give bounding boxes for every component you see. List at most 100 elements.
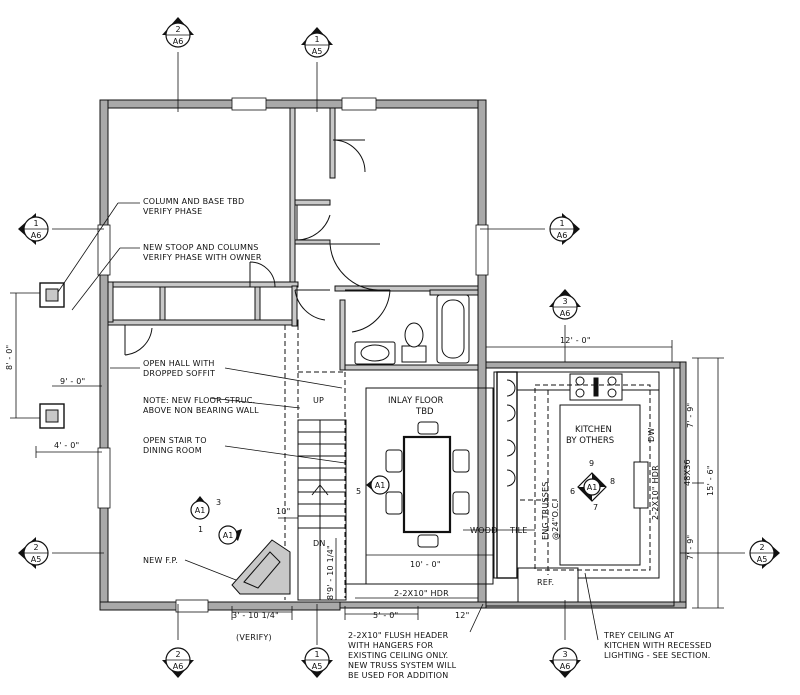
mark-sheet: A6 — [557, 231, 568, 240]
stair — [297, 419, 347, 601]
note-hall-1: OPEN HALL WITH — [143, 359, 215, 368]
note-column-base-1: COLUMN AND BASE TBD — [143, 197, 244, 206]
dimension-lines — [10, 292, 724, 620]
tag-ref: A1 — [587, 483, 598, 492]
tag-letter: 6 — [570, 487, 575, 496]
dim-four: 4' - 0" — [54, 441, 79, 450]
note-trey-3: LIGHTING - SEE SECTION. — [604, 651, 711, 660]
note-header-5: BE USED FOR ADDITION — [348, 671, 448, 680]
tag-ref: A1 — [375, 481, 386, 490]
dim-eight-v: 8' — [326, 592, 335, 600]
mark-top-center[interactable]: 1 A5 — [301, 27, 333, 58]
mark-bottom-right[interactable]: 3 A6 — [549, 647, 581, 678]
dim-dining-width: 10' - 0" — [410, 560, 441, 569]
doors — [124, 139, 391, 356]
tag-a1-kitchen[interactable]: A1 — [577, 472, 607, 502]
note-column-base-2: VERIFY PHASE — [143, 207, 202, 216]
mark-right-lower[interactable]: 2 A5 — [749, 537, 780, 569]
section-guides — [52, 52, 745, 645]
dining-inlay — [345, 387, 494, 585]
leader-lines — [57, 202, 599, 641]
mark-num: 1 — [314, 650, 319, 659]
room-kitchen-1: KITCHEN — [575, 425, 612, 435]
dim-left-8: 8' - 0" — [5, 345, 14, 370]
room-inlay-1: INLAY FLOOR — [388, 396, 444, 406]
kitchen-plan — [493, 371, 660, 603]
fireplace — [231, 539, 291, 595]
tag-letter: 8 — [610, 477, 615, 486]
note-trey-2: KITCHEN WITH RECESSED — [604, 641, 712, 650]
note-stoop-1: NEW STOOP AND COLUMNS — [143, 243, 259, 252]
mark-bottom-left[interactable]: 2 A6 — [162, 647, 194, 678]
mark-sheet: A5 — [757, 555, 768, 564]
addition-walls — [485, 361, 687, 609]
note-dw: DW — [647, 428, 656, 442]
kitchen-outer-frame — [485, 367, 675, 607]
note-stair-1: OPEN STAIR TO — [143, 436, 207, 445]
dim-twelve-inch: 12" — [455, 611, 469, 620]
tag-a1-dining[interactable]: A1 — [366, 475, 390, 495]
mark-mid-right[interactable]: 3 A6 — [549, 289, 581, 320]
tag-a1-fp[interactable]: A1 — [218, 525, 242, 545]
tag-letter: 5 — [356, 487, 361, 496]
mark-top-left[interactable]: 2 A6 — [162, 17, 194, 48]
note-hall-2: DROPPED SOFFIT — [143, 369, 215, 378]
note-dn: DN — [313, 539, 326, 548]
notes: COLUMN AND BASE TBD VERIFY PHASE NEW STO… — [143, 197, 712, 680]
note-floor-struc-1: NOTE: NEW FLOOR STRUC. — [143, 396, 255, 405]
dim-verify: (VERIFY) — [236, 633, 272, 642]
mark-sheet: A6 — [560, 309, 571, 318]
mark-sheet: A6 — [31, 231, 42, 240]
mark-num: 2 — [175, 650, 180, 659]
tag-letter: 7 — [593, 503, 598, 512]
note-header-2: WITH HANGERS FOR — [348, 641, 434, 650]
mark-num: 1 — [314, 35, 319, 44]
dim-right-7b: 7' - 9" — [686, 535, 695, 560]
dim-five: 5' - 0" — [373, 611, 398, 620]
dim-top-kitchen: 12' - 0" — [560, 336, 591, 345]
dim-ten-inch: 10" — [276, 507, 290, 516]
mark-num: 2 — [175, 25, 180, 34]
room-labels: INLAY FLOOR TBD KITCHEN BY OTHERS — [388, 396, 614, 446]
mark-num: 2 — [33, 543, 38, 552]
mark-num: 3 — [562, 297, 567, 306]
mark-left-lower[interactable]: 2 A5 — [18, 537, 49, 569]
mark-num: 3 — [562, 650, 567, 659]
room-kitchen-2: BY OTHERS — [566, 436, 614, 446]
mark-sheet: A5 — [312, 47, 323, 56]
note-ref: REF. — [537, 578, 554, 587]
note-truss-spacing: @24"O.C. — [551, 500, 560, 540]
note-window-size: 48X36 — [683, 459, 692, 486]
mark-num: 1 — [33, 219, 38, 228]
note-stoop-2: VERIFY PHASE WITH OWNER — [143, 253, 262, 262]
mark-right-upper[interactable]: 1 A6 — [549, 213, 580, 245]
note-floor-struc-2: ABOVE NON BEARING WALL — [143, 406, 259, 415]
mark-sheet: A5 — [31, 555, 42, 564]
dim-nine: 9' - 0" — [60, 377, 85, 386]
mark-num: 1 — [559, 219, 564, 228]
tag-letter: 3 — [216, 498, 221, 507]
mark-left-upper[interactable]: 1 A6 — [18, 213, 49, 245]
interior-walls — [107, 107, 479, 371]
note-hdr-vertical: 2-2X10" HDR — [651, 465, 660, 520]
mark-bottom-center[interactable]: 1 A5 — [301, 647, 333, 678]
note-wood: WOOD — [470, 526, 497, 535]
note-fp: NEW F.P. — [143, 556, 178, 565]
dimension-text: 12' - 0" 8' - 0" 9' - 0" 4' - 0" 10" 9' … — [5, 336, 715, 642]
note-up: UP — [313, 396, 324, 405]
dim-right-7a: 7' - 9" — [686, 403, 695, 428]
note-eng-trusses: ENG TRUSSES — [541, 481, 550, 540]
mark-num: 2 — [759, 543, 764, 552]
dim-bottom-fp: 3' - 10 1/4" — [232, 611, 279, 620]
tag-letter: 9 — [589, 459, 594, 468]
tag-letter: 1 — [198, 525, 203, 534]
note-trey-1: TREY CEILING AT — [603, 631, 674, 640]
tag-a1-left[interactable]: A1 — [190, 496, 210, 520]
dim-right-total: 15' - 6" — [706, 465, 715, 496]
mark-sheet: A6 — [560, 662, 571, 671]
note-stair-2: DINING ROOM — [143, 446, 202, 455]
dim-hdr: 2-2X10" HDR — [394, 589, 449, 598]
note-header-4: NEW TRUSS SYSTEM WILL — [348, 661, 457, 670]
bath-fixtures — [354, 294, 470, 365]
